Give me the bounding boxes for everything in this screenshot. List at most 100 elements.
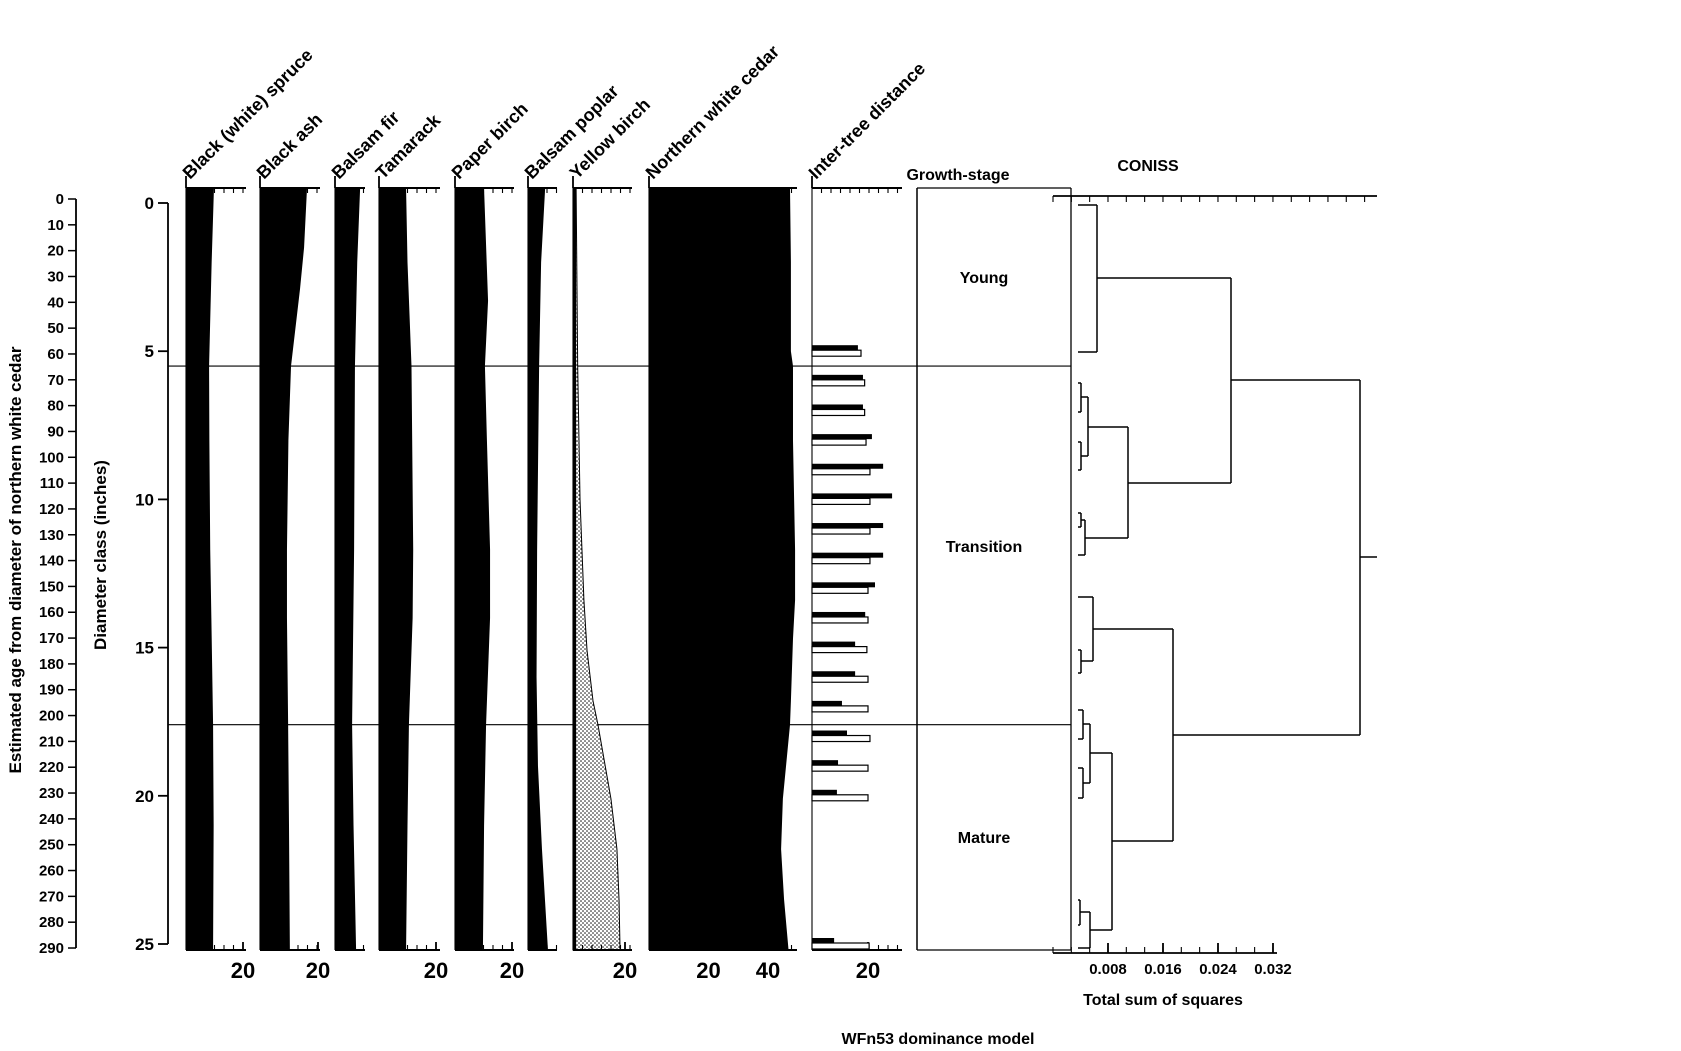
species-silhouette: [379, 189, 414, 950]
intertree-bar-black: [812, 582, 875, 588]
intertree-bar-open: [811, 645, 868, 654]
intertree-bar-open: [811, 616, 869, 624]
column-axis-label: 40: [756, 958, 780, 983]
intertree-bar-black: [812, 345, 858, 351]
zone-label-mature: Mature: [958, 830, 1011, 847]
intertree-bar-open: [811, 497, 871, 505]
intertree-bar-black: [812, 611, 866, 617]
age-tick-label: 290: [39, 940, 64, 957]
intertree-bar-black: [812, 789, 837, 795]
intertree-bar-black: [812, 700, 842, 706]
intertree-bar-open: [811, 942, 870, 950]
age-tick-label: 70: [47, 372, 64, 389]
diameter-tick-label: 0: [145, 194, 154, 213]
age-tick-label: 120: [39, 501, 64, 518]
age-tick-label: 200: [39, 708, 64, 725]
intertree-bar-black: [812, 374, 863, 380]
intertree-bar-open: [811, 764, 869, 772]
age-tick-label: 30: [47, 268, 64, 285]
age-tick-label: 50: [47, 320, 64, 337]
intertree-bar-black: [812, 434, 872, 440]
intertree-bar-open: [811, 349, 862, 357]
age-tick-label: 110: [40, 475, 64, 492]
diameter-tick-label: 10: [135, 490, 154, 509]
intertree-bar-black: [812, 938, 835, 943]
zone-label-transition: Transition: [946, 539, 1022, 556]
species-silhouette-line: [573, 189, 577, 950]
intertree-bar-black: [812, 760, 839, 766]
age-tick-label: 100: [39, 449, 64, 466]
intertree-bar-black: [812, 463, 884, 469]
intertree-bar-black: [812, 730, 847, 736]
zone-boundary-lines: [168, 365, 1071, 726]
intertree-bar-black: [812, 641, 856, 647]
age-tick-label: 210: [39, 733, 64, 750]
diameter-tick-label: 15: [135, 639, 154, 658]
coniss-tick-label: 0.016: [1144, 961, 1182, 978]
age-tick-label: 220: [39, 759, 64, 776]
species-silhouette: [335, 189, 361, 950]
diameter-axis: 0 5 10 15 20 25: [135, 194, 169, 954]
intertree-bar-open: [811, 675, 869, 683]
age-tick-label: 270: [39, 888, 64, 905]
age-tick-label: 230: [39, 785, 64, 802]
age-tick-label: 90: [47, 423, 64, 440]
species-silhouette: [528, 189, 548, 950]
age-tick-label: 190: [39, 682, 64, 699]
intertree-bar-open: [811, 557, 871, 565]
coniss-axis-title: Total sum of squares: [1083, 992, 1243, 1009]
intertree-bar-black: [812, 493, 893, 499]
column-axis-label: 20: [500, 958, 524, 983]
coniss-tick-label: 0.032: [1254, 961, 1292, 978]
intertree-bar-black: [812, 404, 863, 410]
age-tick-label: 250: [39, 837, 64, 854]
diameter-tick-label: 25: [135, 935, 154, 954]
species-silhouette: [649, 189, 796, 950]
species-silhouette: [455, 189, 491, 950]
age-tick-label: 60: [47, 346, 64, 363]
coniss-title: CONISS: [1117, 158, 1179, 175]
age-tick-label: 180: [39, 656, 64, 673]
age-axis-title: Estimated age from diameter of northern …: [6, 346, 25, 774]
age-tick-label: 40: [47, 294, 64, 311]
intertree-bar-open: [811, 527, 871, 535]
column-axis-label: 20: [306, 958, 330, 983]
species-silhouette-stipple: [572, 188, 621, 951]
age-tick-label: 10: [47, 217, 64, 234]
age-tick-label: 260: [39, 863, 64, 880]
intertree-bar-open: [811, 438, 867, 446]
diameter-tick-label: 20: [135, 787, 154, 806]
intertree-bar-open: [811, 468, 871, 476]
intertree-bar-open: [811, 408, 866, 417]
age-tick-label: 140: [39, 553, 64, 570]
intertree-bar-open: [811, 705, 869, 713]
age-axis: 0102030405060708090100110120130140150160…: [39, 191, 77, 957]
figure-caption: WFn53 dominance model: [841, 1031, 1035, 1048]
age-tick-label: 0: [56, 191, 64, 208]
zone-label-young: Young: [960, 270, 1009, 287]
age-tick-label: 20: [47, 243, 64, 260]
diameter-tick-label: 5: [145, 342, 154, 361]
age-tick-label: 130: [39, 527, 64, 544]
age-tick-label: 160: [39, 604, 64, 621]
diameter-axis-title: Diameter class (inches): [91, 460, 110, 650]
age-tick-label: 240: [39, 811, 64, 828]
coniss-dendrogram: [1078, 204, 1377, 949]
species-silhouette: [186, 189, 214, 950]
age-tick-label: 150: [39, 578, 64, 595]
column-axis-label: 20: [613, 958, 637, 983]
intertree-bar-black: [812, 552, 884, 558]
intertree-bar-open: [811, 794, 869, 802]
intertree-bar-open: [811, 379, 866, 387]
age-tick-label: 170: [39, 630, 64, 647]
intertree-bar-black: [812, 523, 884, 529]
age-tick-label: 280: [39, 914, 64, 931]
column-axis-label: 20: [696, 958, 720, 983]
intertree-bar-black: [812, 671, 856, 677]
column-axis-label: 20: [424, 958, 448, 983]
species-silhouette: [260, 189, 307, 950]
